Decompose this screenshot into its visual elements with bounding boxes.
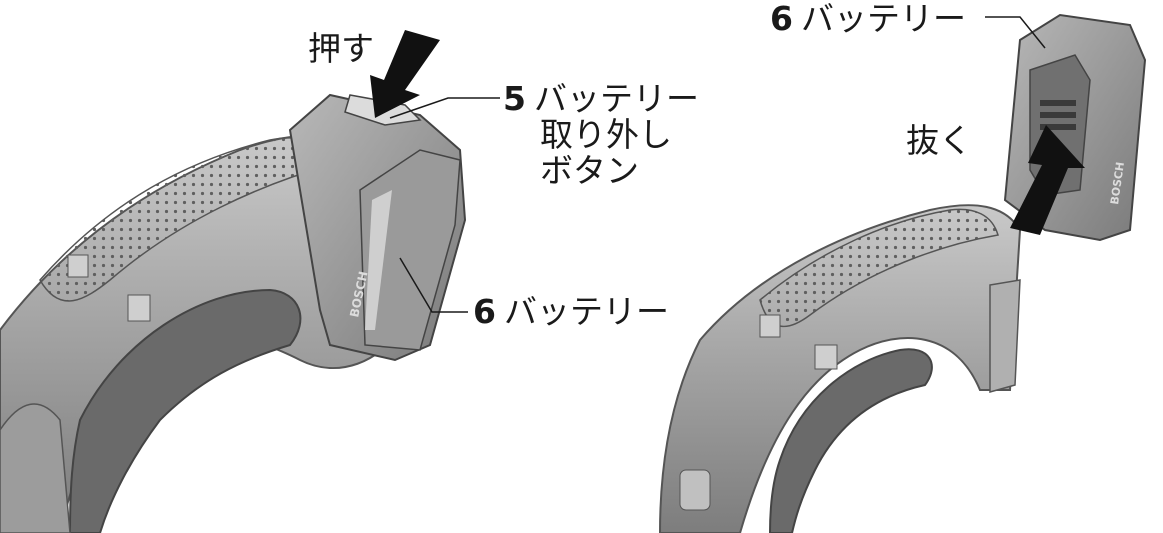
release-callout-number: 5 [503,79,526,118]
right-grip [759,208,999,328]
left-battery-stripe [365,190,392,330]
right-tab [814,344,838,370]
right-brand-text: BOSCH [1108,161,1127,205]
right-tab-2 [759,314,781,338]
right-handle-body [658,204,1022,533]
left-shaft [0,403,71,533]
release-leader-line [389,97,500,119]
right-tool: BOSCH [658,13,1147,533]
left-tool: BOSCH [0,93,467,533]
battery-callout-right-text: バッテリー [800,0,966,38]
battery-callout-left-text: バッテリー [503,292,669,331]
battery-callout-left-number: 6 [473,292,496,331]
pull-label: 抜く [906,121,972,160]
right-battery-contacts [1040,100,1076,130]
press-arrow-icon [370,30,440,118]
battery-callout-right-number: 6 [770,0,793,38]
release-callout-line2: 取り外し [540,115,672,154]
battery-leader-line-right [985,16,1046,49]
right-battery-mount [989,279,1021,393]
release-callout-line1: バッテリー [533,79,699,118]
release-callout-line3: ボタン [540,151,639,190]
left-tab-2 [67,254,89,278]
right-switch [679,469,711,511]
left-tab [127,294,151,322]
press-label: 押す [308,29,374,68]
battery-leader-line-left [399,257,468,313]
pull-arrow-icon [1010,125,1085,235]
